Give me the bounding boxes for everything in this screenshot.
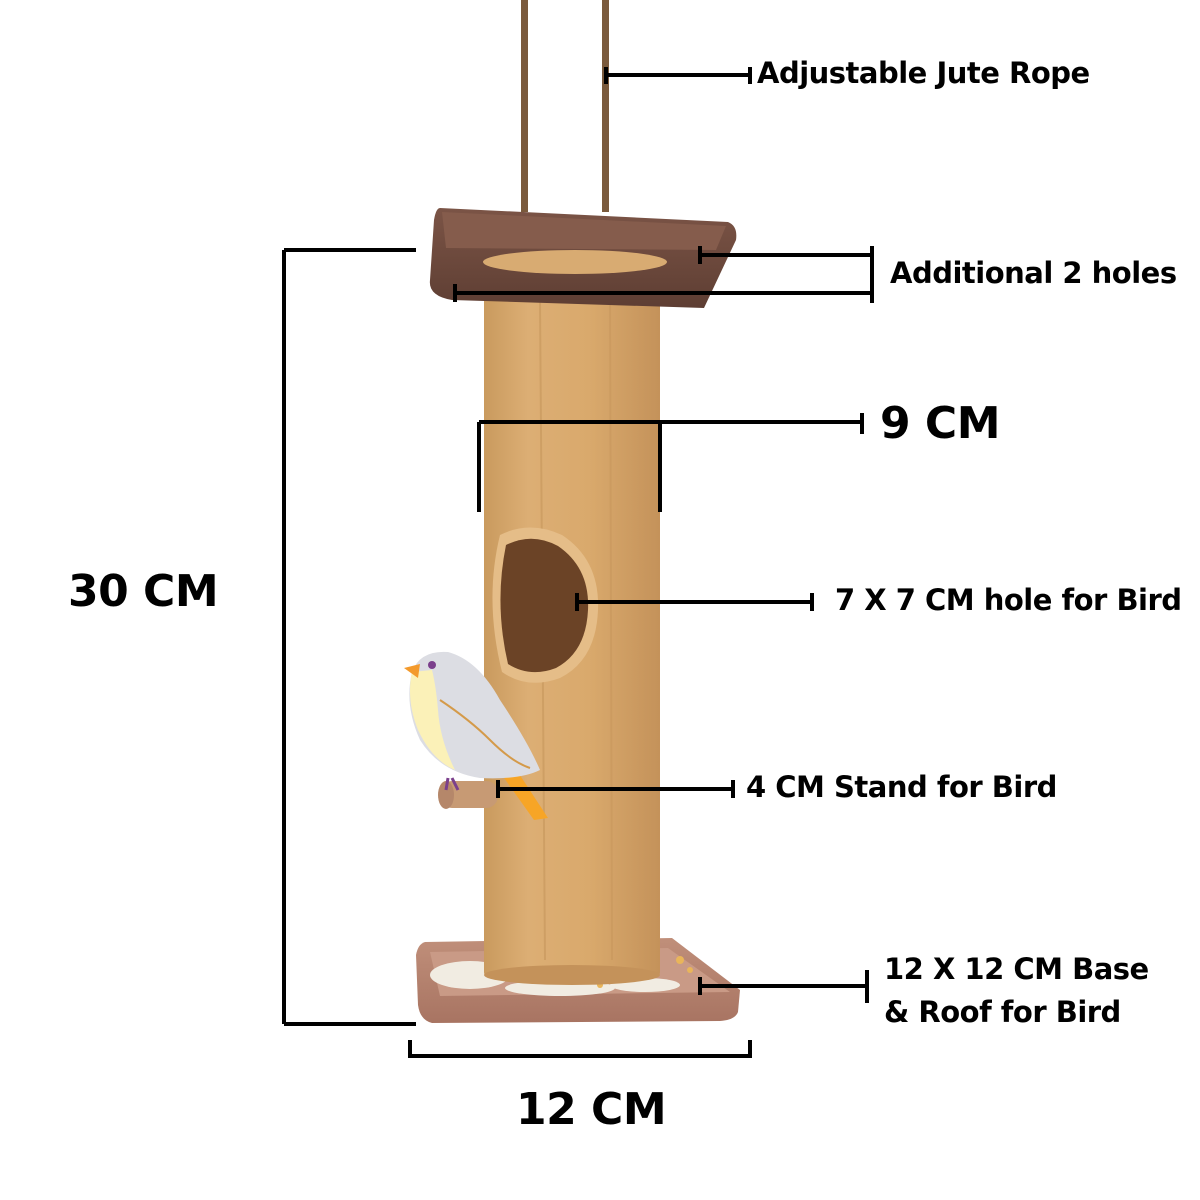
perch-stand-icon bbox=[438, 781, 498, 809]
entrance-hole-icon bbox=[492, 527, 599, 683]
annotation-lines bbox=[282, 67, 874, 1058]
base-roof-label: 12 X 12 CM Base & Roof for Bird bbox=[884, 948, 1149, 1034]
additional-holes-label: Additional 2 holes bbox=[890, 256, 1177, 290]
jute-rope-icon bbox=[521, 0, 609, 212]
stand-label: 4 CM Stand for Bird bbox=[746, 770, 1057, 804]
entrance-hole-label: 7 X 7 CM hole for Bird bbox=[835, 583, 1182, 617]
base-roof-label-line1: 12 X 12 CM Base bbox=[884, 952, 1149, 986]
roof-icon bbox=[429, 208, 737, 308]
diameter-label: 9 CM bbox=[880, 398, 1001, 449]
rope-label: Adjustable Jute Rope bbox=[757, 56, 1090, 90]
height-label: 30 CM bbox=[68, 566, 219, 617]
base-roof-label-line2: & Roof for Bird bbox=[884, 995, 1121, 1029]
width-label: 12 CM bbox=[516, 1084, 667, 1135]
